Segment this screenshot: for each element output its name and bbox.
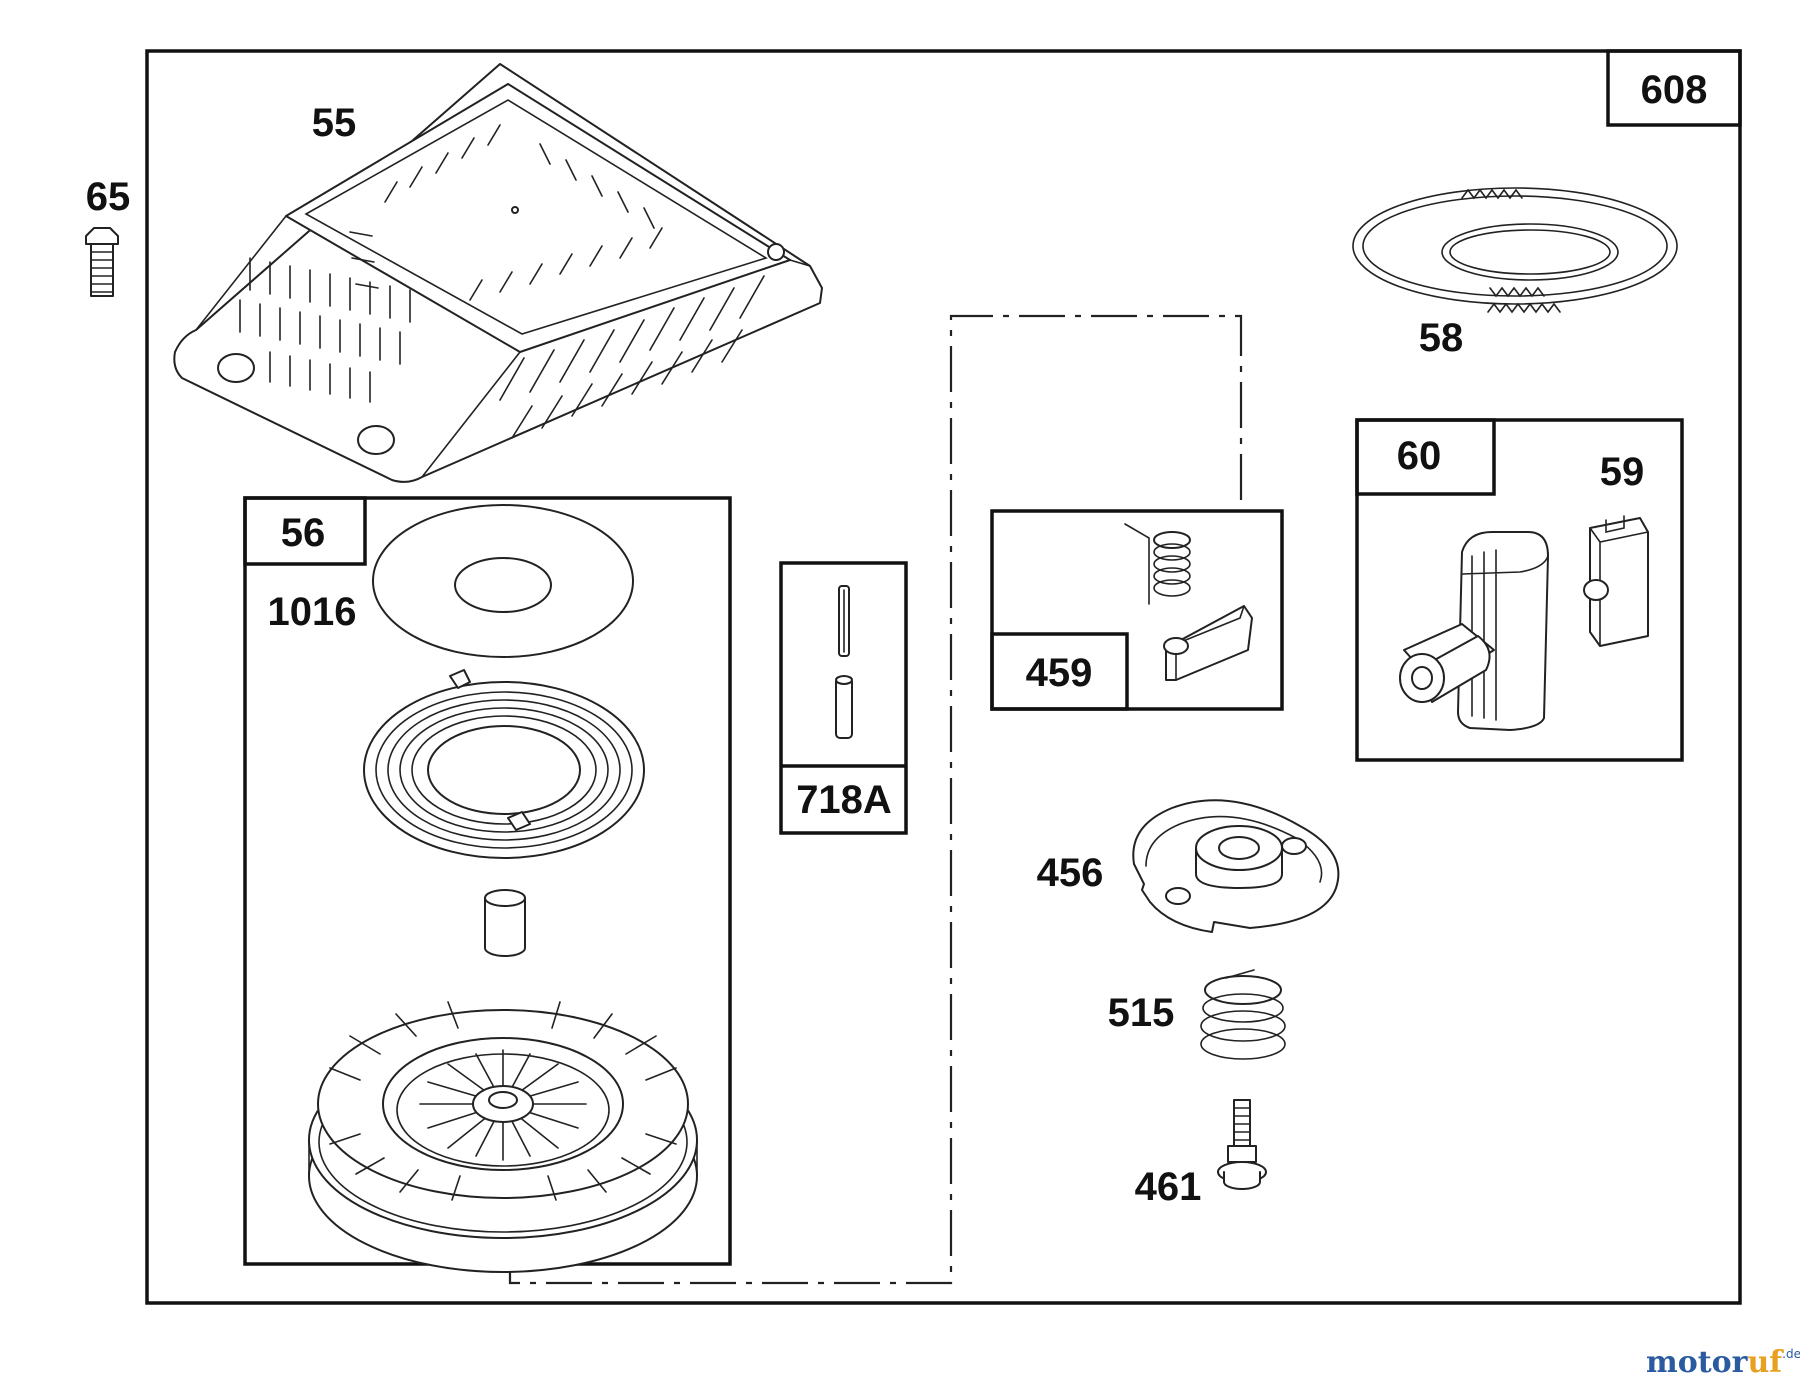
bushing [484,889,526,957]
starter-pulley [308,1001,698,1273]
washer-1016 [372,504,634,658]
label-515: 515 [1108,991,1175,1035]
kit-60-box [1355,418,1684,762]
starter-handle [1399,531,1549,731]
roll-pin [838,585,850,657]
pin [835,675,853,739]
kit-459-box [990,509,1284,711]
kit-459-label-box [990,632,1129,711]
kit-718A-box [779,561,908,835]
label-65: 65 [86,175,131,219]
handle-insert-59 [1583,515,1649,647]
starter-housing-55 [173,63,823,483]
kit-60-label-box [1355,418,1496,496]
label-55: 55 [312,101,357,145]
label-718A: 718A [796,778,892,822]
label-58: 58 [1419,316,1464,360]
connector-line [508,314,1243,1285]
pawl-spring [1124,523,1191,605]
label-461: 461 [1135,1165,1202,1209]
pawl [1163,605,1253,681]
spring-515 [1200,969,1286,1060]
label-56: 56 [281,511,326,555]
recoil-spring [363,669,645,859]
watermark: motoruf.de [1646,1345,1800,1380]
label-60: 60 [1397,434,1442,478]
screw-65 [85,227,119,297]
kit-56-label-box [243,496,367,566]
screw-461 [1217,1099,1267,1190]
kit-608-label-box [1606,49,1742,127]
pawl-retainer-456 [1132,799,1340,933]
starter-rope-58 [1352,187,1678,314]
label-59: 59 [1600,450,1645,494]
main-frame [145,49,1742,1305]
label-459: 459 [1026,651,1093,695]
label-608: 608 [1641,68,1708,112]
label-1016: 1016 [268,590,357,634]
label-456: 456 [1037,851,1104,895]
